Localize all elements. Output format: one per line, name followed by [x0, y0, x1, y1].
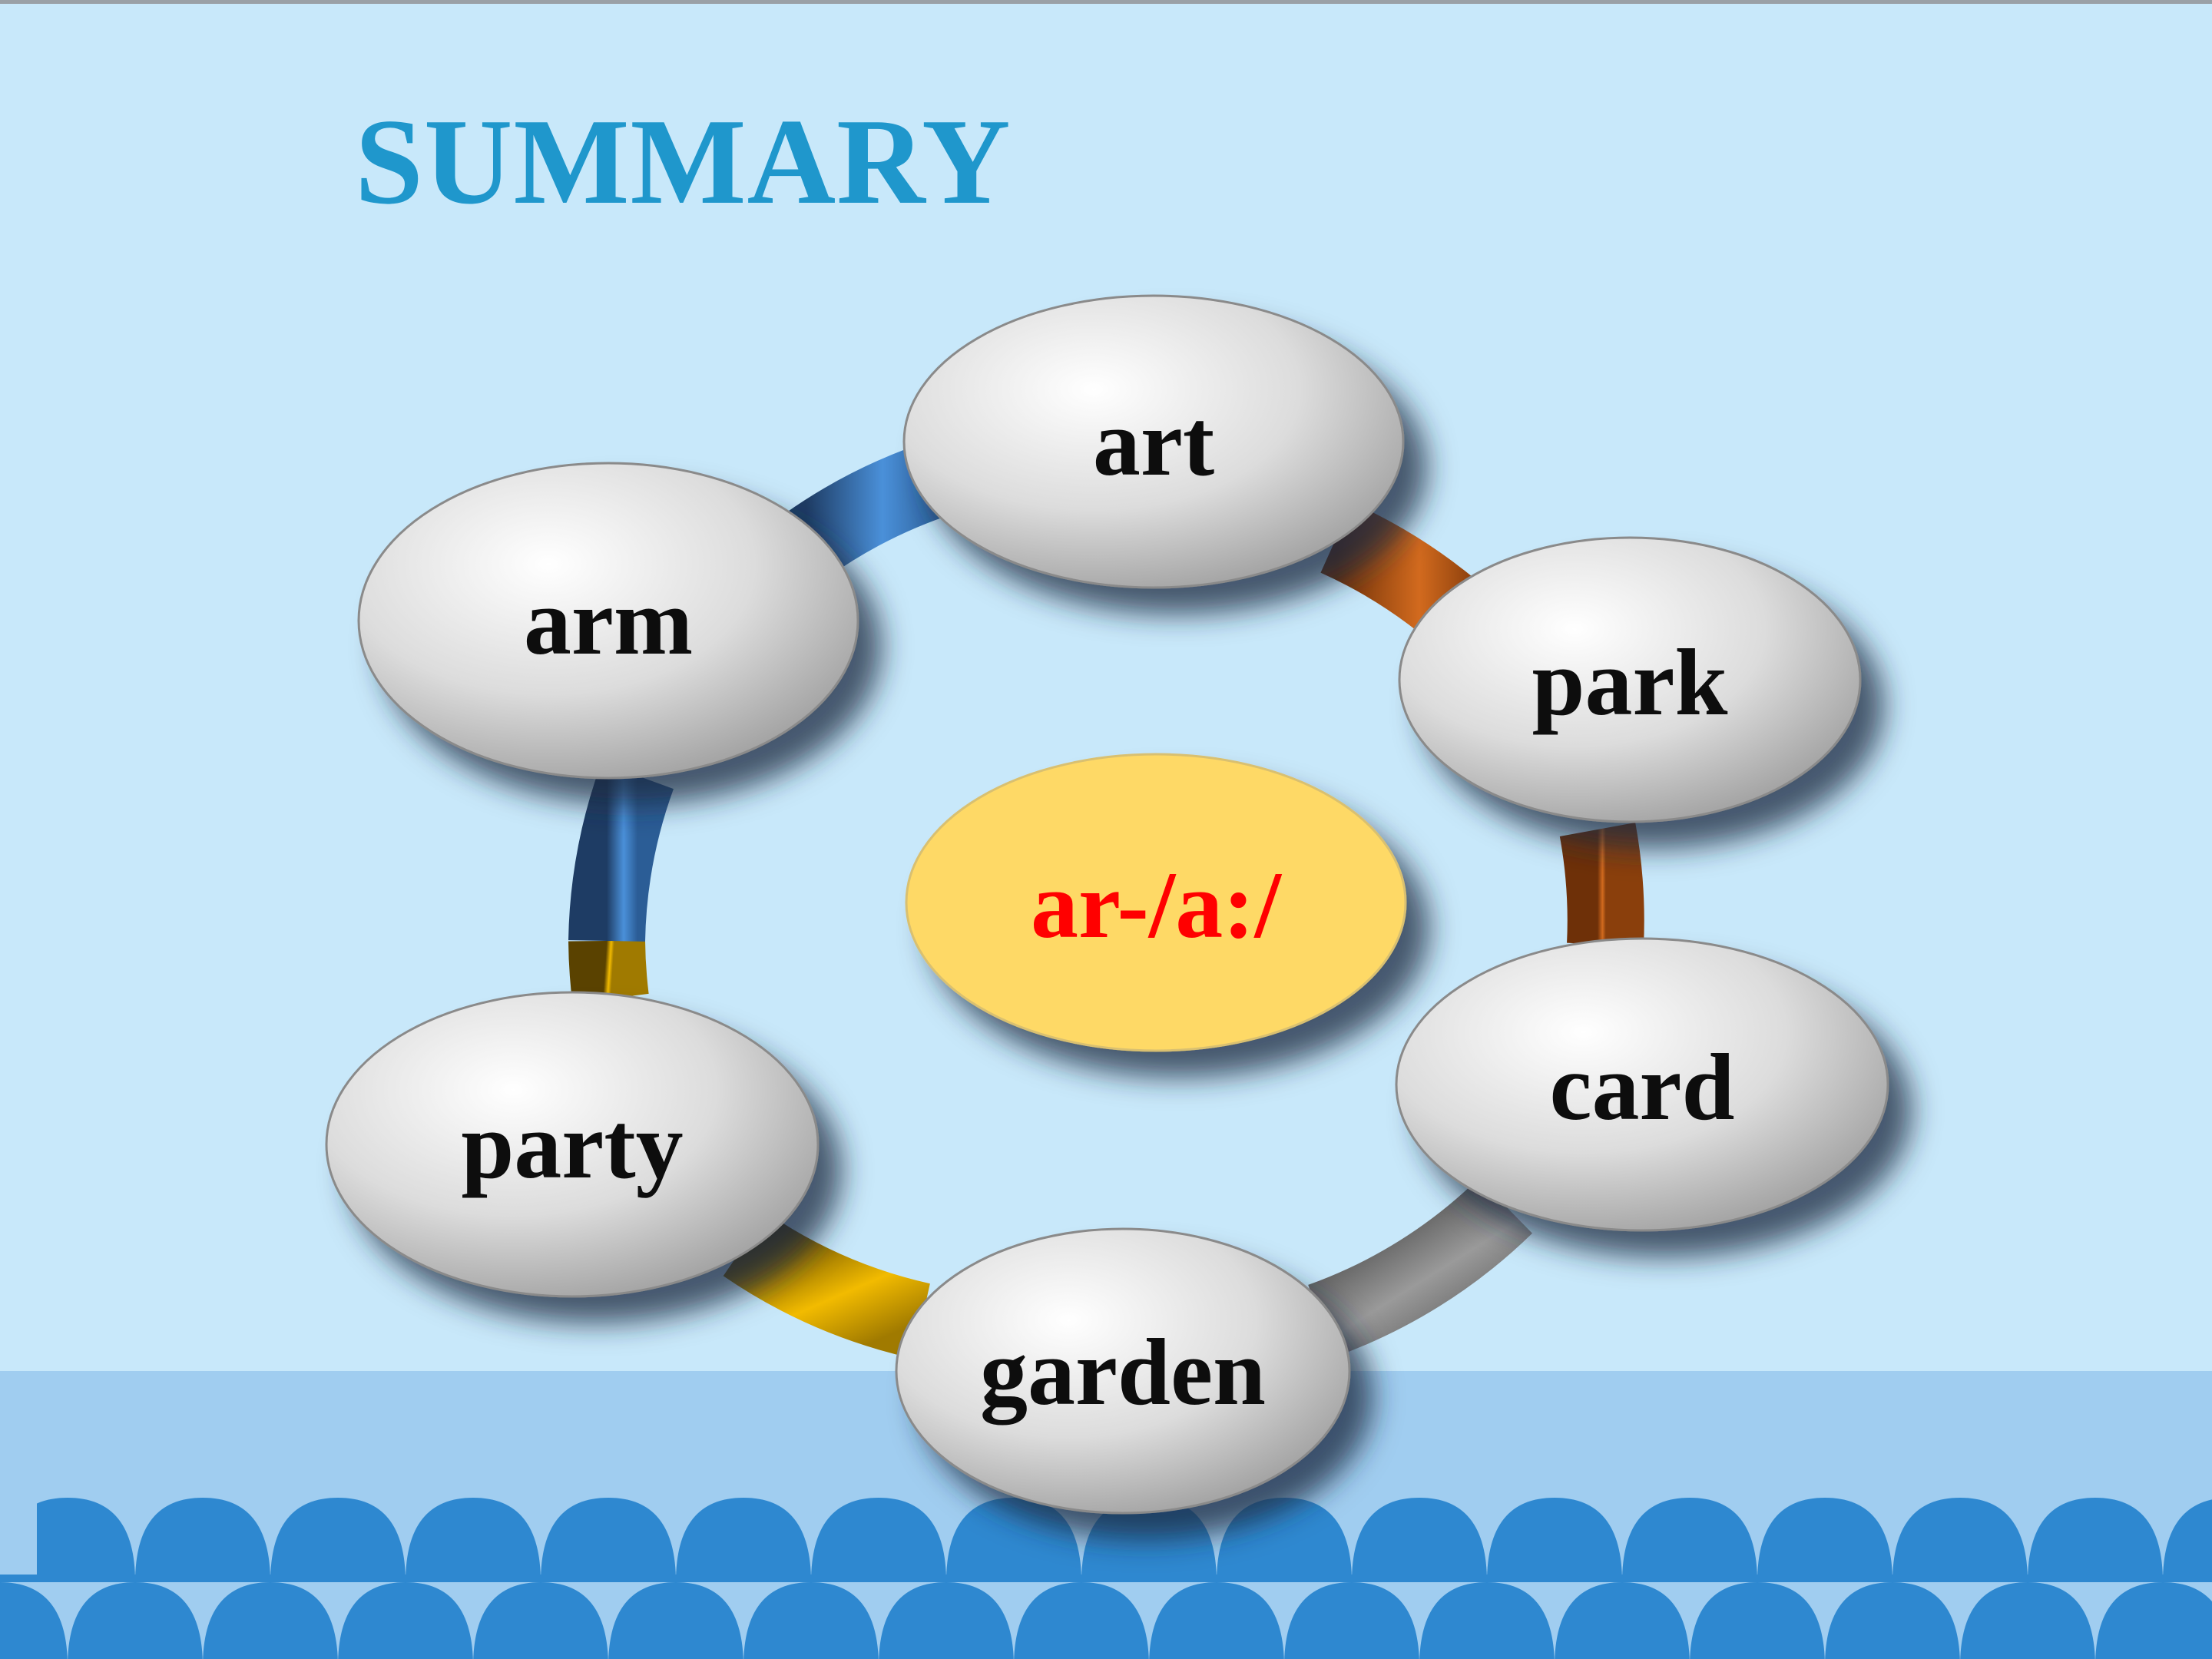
node-label-party: party	[461, 1093, 683, 1198]
node-arm: arm	[357, 462, 859, 780]
node-label-art: art	[1093, 390, 1214, 495]
node-garden: garden	[895, 1227, 1351, 1515]
slide-title: SUMMARY	[355, 93, 1012, 230]
connector-card-garden	[1307, 1177, 1532, 1358]
center-label: ar-/a:/	[1031, 853, 1282, 958]
node-label-garden: garden	[980, 1320, 1266, 1426]
node-party: party	[325, 991, 820, 1298]
node-label-arm: arm	[524, 569, 693, 674]
connector-party-arm-gold	[568, 939, 649, 1004]
wave-decoration	[0, 1498, 2212, 1659]
node-park: park	[1398, 536, 1862, 823]
node-art: art	[902, 294, 1405, 589]
top-border	[0, 0, 2212, 4]
node-label-card: card	[1549, 1035, 1734, 1140]
connector-park-card	[1559, 823, 1644, 947]
connector-garden-party	[723, 1212, 931, 1359]
node-label-park: park	[1532, 630, 1728, 735]
center-node: ar-/a:/	[905, 753, 1407, 1052]
node-card: card	[1395, 937, 1889, 1232]
connector-party-arm-blue	[568, 762, 674, 942]
